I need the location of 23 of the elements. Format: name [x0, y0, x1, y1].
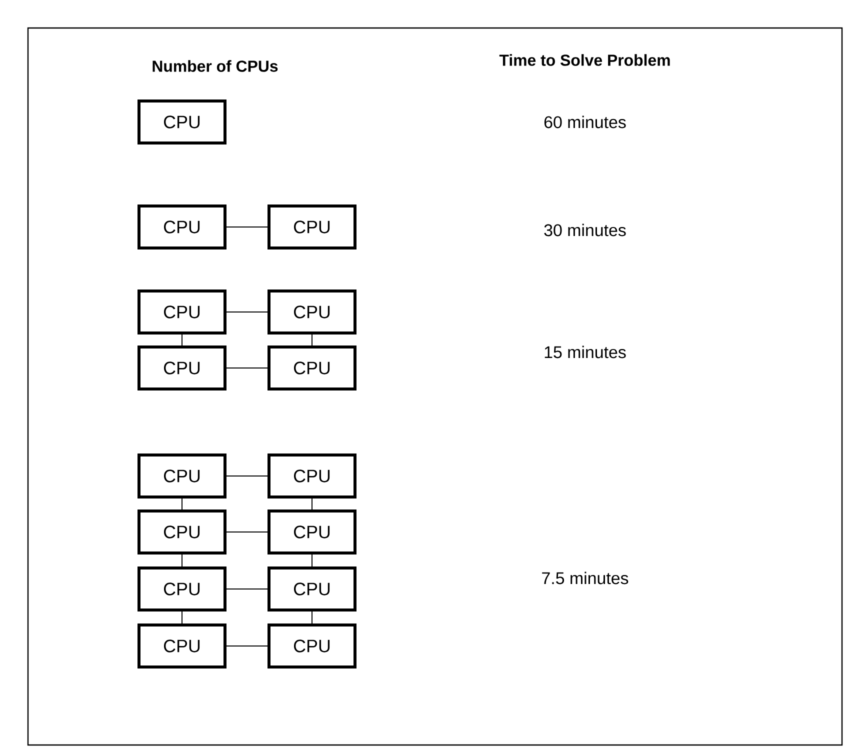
column-heading: Number of CPUs	[152, 60, 278, 72]
time-label: 7.5 minutes	[542, 572, 628, 584]
cpu-box: CPU	[268, 346, 356, 390]
time-label: 15 minutes	[544, 346, 626, 358]
cpu-box: CPU	[268, 510, 356, 554]
time-label: 30 minutes	[544, 224, 626, 236]
column-heading: Time to Solve Problem	[499, 54, 670, 66]
cpu-box: CPU	[138, 204, 226, 250]
connector-line	[226, 226, 268, 228]
time-label: 60 minutes	[544, 116, 626, 128]
cpu-box: CPU	[268, 290, 356, 334]
cpu-box: CPU	[138, 566, 226, 612]
cpu-box: CPU	[268, 624, 356, 668]
cpu-box: CPU	[268, 204, 356, 250]
cpu-box: CPU	[138, 346, 226, 390]
cpu-box: CPU	[138, 454, 226, 498]
cpu-box: CPU	[138, 100, 226, 144]
cpu-box: CPU	[268, 566, 356, 612]
cpu-box: CPU	[268, 454, 356, 498]
cpu-box: CPU	[138, 290, 226, 334]
cpu-box: CPU	[138, 510, 226, 554]
cpu-box: CPU	[138, 624, 226, 668]
connector-line	[226, 588, 268, 590]
